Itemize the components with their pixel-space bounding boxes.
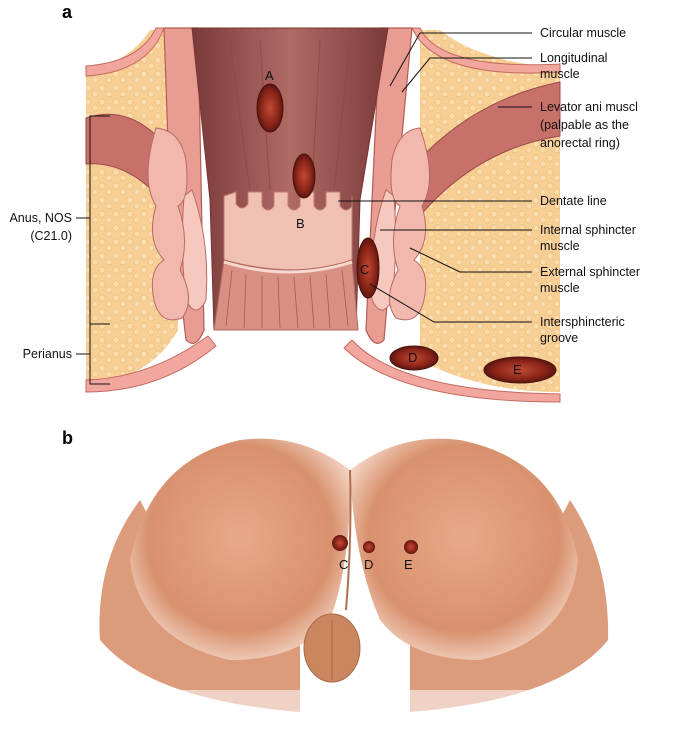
label-intersph-2: groove	[540, 331, 578, 345]
perianal-skin-left	[85, 335, 217, 393]
label-anus-1: Anus, NOS	[9, 211, 72, 225]
left-buttock	[130, 438, 351, 660]
marker-d: D	[408, 350, 417, 365]
lesion-d	[389, 345, 439, 371]
marker-e: E	[513, 362, 522, 377]
lesion-b-e	[404, 540, 418, 554]
lesion-b-c	[332, 535, 348, 551]
panel-b-label: b	[62, 428, 73, 448]
lesion-e	[483, 356, 557, 384]
marker-a: A	[265, 68, 274, 83]
marker-b-e: E	[404, 557, 413, 572]
marker-b-c: C	[339, 557, 348, 572]
lesion-c	[356, 237, 380, 299]
right-leader-lines	[338, 32, 532, 323]
lesion-a	[256, 83, 284, 133]
label-external-2: muscle	[540, 281, 580, 295]
label-anus-2: (C21.0)	[30, 229, 72, 243]
top-skin-right	[411, 27, 561, 74]
label-longitudinal-2: muscle	[540, 67, 580, 81]
label-circular-muscle: Circular muscle	[540, 26, 626, 40]
gluteal-cleft	[345, 469, 352, 611]
lesion-b	[292, 153, 316, 199]
lesion-b-d	[363, 541, 375, 553]
label-intersph-1: Intersphincteric	[540, 315, 625, 329]
label-internal-1: Internal sphincter	[540, 223, 636, 237]
label-dentate-line: Dentate line	[540, 194, 607, 208]
external-sphincter-right	[389, 127, 430, 321]
panel-b-illustration	[80, 438, 620, 732]
marker-b-d: D	[364, 557, 373, 572]
label-levator-3: anorectal ring)	[540, 136, 620, 150]
label-internal-2: muscle	[540, 239, 580, 253]
panel-a-label: a	[62, 2, 73, 22]
right-buttock	[350, 438, 578, 660]
label-external-1: External sphincter	[540, 265, 640, 279]
label-levator-1: Levator ani muscl	[540, 100, 638, 114]
anal-verge-folds	[213, 259, 359, 331]
panel-a-illustration: A B C D E	[85, 27, 561, 403]
marker-c: C	[360, 262, 369, 277]
right-labels: Circular muscle Longitudinal muscle Leva…	[540, 26, 640, 345]
marker-b: B	[296, 216, 305, 231]
external-sphincter-left	[147, 127, 189, 321]
label-perianus: Perianus	[23, 347, 72, 361]
right-fat-tissue	[420, 30, 560, 392]
left-brackets	[76, 115, 110, 385]
label-longitudinal-1: Longitudinal	[540, 51, 607, 65]
perianal-skin-right	[343, 339, 561, 403]
label-levator-2: (palpable as the	[540, 118, 629, 132]
